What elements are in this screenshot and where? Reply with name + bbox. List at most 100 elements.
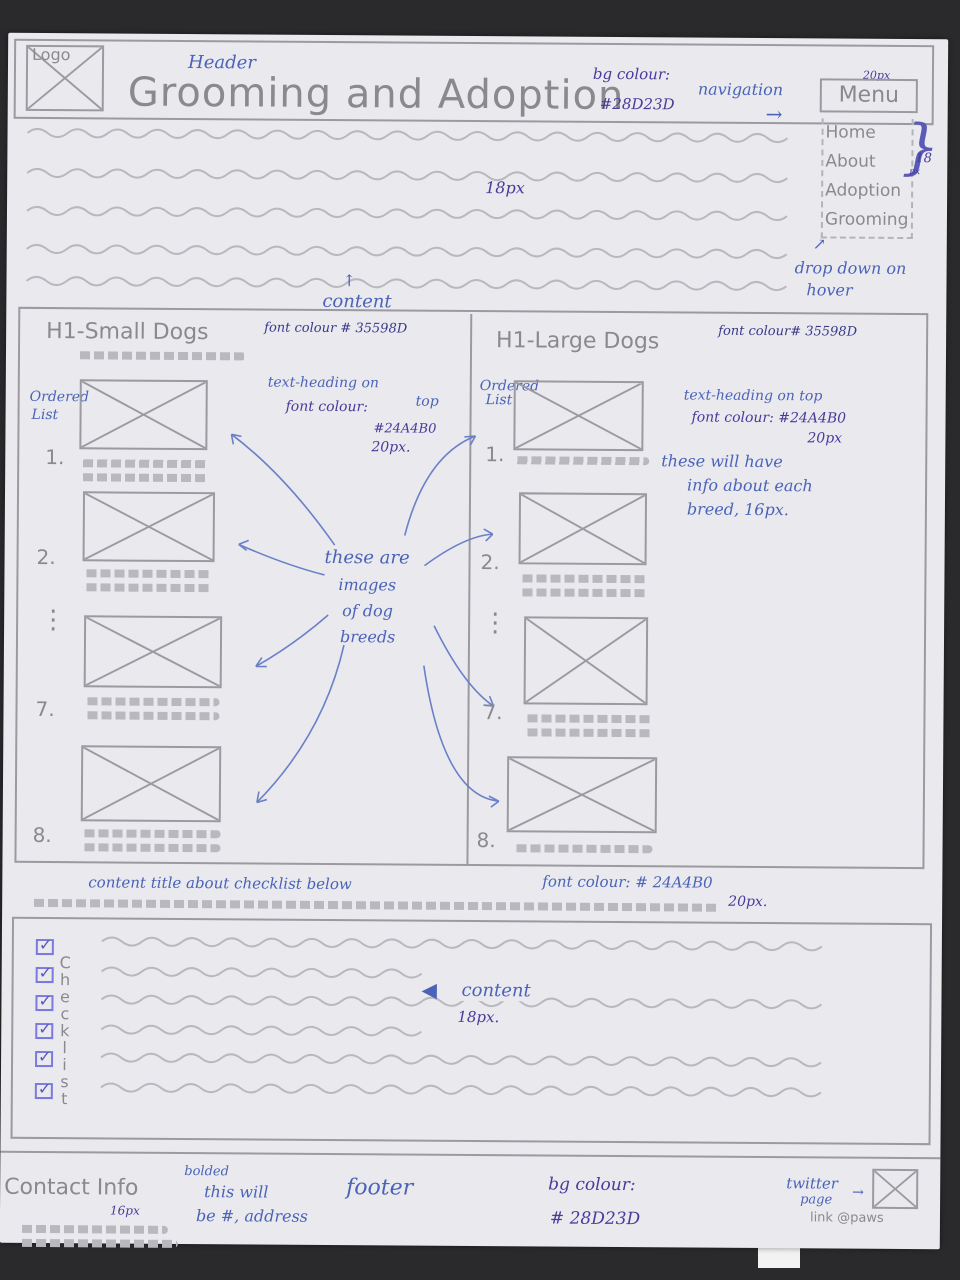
small-dogs-text-note-top: top — [415, 393, 439, 410]
footer-be-note: be #, address — [195, 1206, 308, 1226]
checklist-title-size-note: 20px. — [728, 893, 768, 911]
large-dog-ellipsis: ⋮ — [482, 608, 509, 639]
small-dogs-heading: H1-Small Dogs — [46, 319, 209, 346]
large-dog-image-7 — [523, 616, 649, 706]
content-arrow-icon: ↑ — [342, 271, 356, 291]
dropdown-note-2: hover — [806, 280, 853, 300]
small-dog-number-7: 7. — [35, 696, 55, 722]
menu-label: Menu — [838, 82, 900, 108]
small-dog-number-2: 2. — [36, 544, 56, 570]
checklist-title-line — [30, 898, 721, 912]
large-dog-text-8 — [512, 844, 653, 854]
footer-note: footer — [346, 1175, 414, 1201]
large-dogs-text-note-3: 20px — [807, 430, 843, 447]
small-dog-text-1b — [79, 473, 210, 483]
small-dog-text-8 — [80, 829, 221, 839]
large-dog-text-2 — [518, 574, 649, 584]
small-dog-number-1: 1. — [45, 445, 65, 470]
checklist-title-note: content title about checklist below — [88, 873, 352, 894]
footer-this-will-note: this will — [204, 1182, 269, 1202]
footer-bg-note-2: # 28D23D — [549, 1208, 641, 1230]
intro-text-lines — [25, 127, 789, 292]
wireframe-paper: Logo Header Grooming and Adoption bg col… — [0, 32, 949, 1250]
checkbox-6[interactable] — [34, 1082, 53, 1100]
checklist-arrow-icon: ◀ — [421, 977, 438, 1002]
checkbox-5[interactable] — [35, 1050, 54, 1068]
large-dogs-text-note-1: text-heading on top — [683, 387, 823, 405]
large-dogs-text-note-2: font colour: #24A4B0 — [691, 409, 847, 427]
large-dogs-info-note-3: breed, 16px. — [686, 499, 789, 520]
small-dog-text-7b — [83, 711, 220, 721]
small-dog-image-7 — [83, 615, 223, 689]
twitter-arrow-icon: → — [852, 1184, 864, 1201]
large-dogs-info-note-2: info about each — [687, 475, 813, 496]
footer-bolded-note: bolded — [184, 1163, 229, 1180]
small-dog-image-2 — [82, 491, 216, 563]
large-dog-text-7b — [523, 728, 654, 738]
center-arrows-icon — [230, 433, 500, 808]
small-dog-number-8: 8. — [32, 822, 52, 848]
large-dog-number-7: 7. — [483, 700, 503, 725]
nav-item-grooming[interactable]: Grooming — [824, 209, 909, 231]
small-dogs-font-note: font colour # 35598D — [264, 320, 408, 337]
small-dog-text-8b — [80, 843, 221, 853]
nav-item-home[interactable]: Home — [825, 122, 876, 143]
large-dogs-list-note-2: List — [485, 392, 513, 409]
checklist-size-note: 18px. — [453, 1007, 504, 1027]
footer-contact-line-2 — [17, 1238, 178, 1248]
footer-contact-line-1 — [17, 1224, 168, 1234]
nav-item-adoption[interactable]: Adoption — [825, 180, 902, 201]
large-dogs-font-note: font colour# 35598D — [718, 323, 858, 340]
small-dog-text-2b — [82, 583, 213, 593]
dropdown-arrow-icon: ↗ — [812, 234, 827, 254]
large-dog-number-1: 1. — [485, 442, 505, 467]
twitter-link-icon[interactable] — [872, 1168, 919, 1210]
dropdown-note-1: drop down on — [794, 258, 907, 279]
nav-size-unit: px — [909, 167, 921, 178]
large-dog-text-7 — [523, 714, 654, 724]
large-dogs-heading: H1-Large Dogs — [496, 328, 660, 355]
footer-twitter-note-2: page — [800, 1192, 833, 1208]
site-title: Grooming and Adoption — [127, 69, 625, 120]
small-dog-image-1 — [79, 379, 208, 451]
small-dog-text-2 — [82, 569, 213, 579]
small-dogs-text-note-2: font colour: — [285, 398, 368, 416]
nav-size-note: 18 — [915, 151, 932, 167]
dropdown-menu: Home About Adoption Grooming — [820, 118, 914, 240]
large-dog-image-1 — [513, 380, 644, 452]
navigation-note: navigation — [697, 79, 784, 100]
checkbox-3[interactable] — [35, 994, 54, 1012]
small-dog-image-8 — [80, 745, 222, 823]
large-dog-image-2 — [518, 492, 648, 566]
large-dog-number-8: 8. — [476, 828, 496, 853]
footer-contact-size: 16px — [109, 1203, 140, 1218]
small-dog-text-7 — [83, 697, 220, 707]
navigation-arrow-icon: → — [765, 102, 783, 127]
footer-twitter-note-1: twitter — [786, 1174, 839, 1193]
checklist-content-note: content — [457, 979, 535, 1002]
small-dog-ellipsis: ⋮ — [40, 604, 67, 636]
logo-label: Logo — [32, 44, 71, 65]
intro-size-note: 18px — [485, 178, 525, 198]
footer-bg-note-1: bg colour: — [548, 1174, 636, 1196]
large-dog-text-1 — [513, 456, 650, 466]
large-dog-number-2: 2. — [480, 550, 500, 575]
checklist-vertical-label: Checklist — [54, 953, 75, 1107]
checkbox-1[interactable] — [35, 938, 54, 956]
logo-placeholder — [25, 44, 105, 112]
small-dogs-list-note-2: List — [31, 406, 59, 424]
header-bg-note-1: bg colour: — [592, 64, 671, 84]
checkbox-4[interactable] — [35, 1022, 54, 1040]
footer-contact-info: Contact Info — [4, 1174, 139, 1201]
menu-button[interactable]: Menu — [819, 78, 918, 114]
footer-top-border — [0, 1150, 941, 1160]
large-dogs-info-note-1: these will have — [661, 451, 783, 472]
nav-item-about[interactable]: About — [825, 151, 876, 172]
large-dog-image-8 — [506, 756, 658, 834]
checklist-text-lines — [100, 936, 823, 1098]
large-dog-text-2b — [518, 588, 649, 598]
small-dogs-text-note-1: text-heading on — [267, 374, 379, 392]
header-bg-note-2: #28D23D — [599, 94, 675, 114]
checklist-title-font-note: font colour: # 24A4B0 — [542, 872, 713, 892]
checkbox-2[interactable] — [35, 966, 54, 984]
